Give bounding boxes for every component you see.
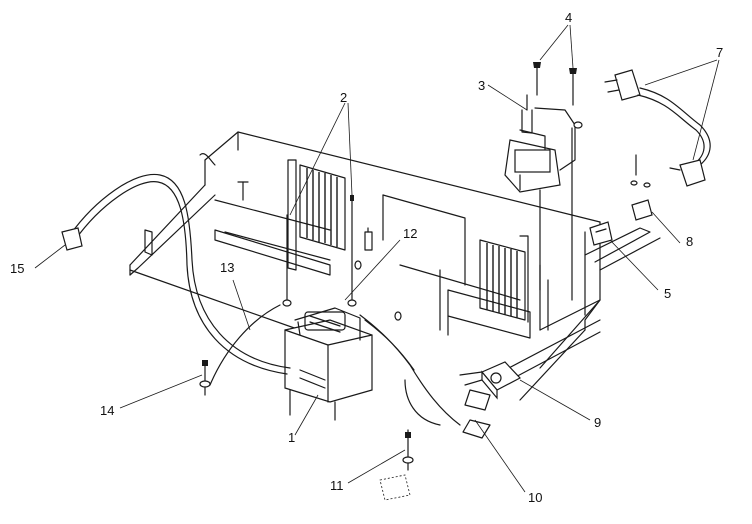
callout-9: 9 <box>594 415 601 430</box>
callout-3: 3 <box>478 78 485 93</box>
callout-4: 4 <box>565 10 572 25</box>
callout-1: 1 <box>288 430 295 445</box>
switch-relay <box>459 361 521 439</box>
screws-item-4 <box>533 62 577 106</box>
callout-14: 14 <box>100 403 114 418</box>
connector-block-5 <box>589 221 613 246</box>
callout-2: 2 <box>340 90 347 105</box>
callout-10: 10 <box>528 490 542 505</box>
heat-sink-left <box>287 159 346 271</box>
screw-item-11 <box>379 429 414 501</box>
power-cord <box>604 69 711 187</box>
callout-13: 13 <box>220 260 234 275</box>
connector-block-8 <box>630 154 653 221</box>
callout-8: 8 <box>686 234 693 249</box>
callout-15: 15 <box>10 261 24 276</box>
magnetron-assembly <box>504 94 583 301</box>
callout-12: 12 <box>403 226 417 241</box>
heat-sink-right <box>447 235 549 339</box>
screw-item-14 <box>199 360 211 396</box>
callout-11: 11 <box>330 478 344 493</box>
chassis-base <box>129 131 661 401</box>
callout-5: 5 <box>664 286 671 301</box>
mounting-screws <box>282 194 402 321</box>
callout-labels: 1 2 3 4 5 7 8 9 10 11 12 13 14 15 <box>10 10 723 505</box>
wire-harness <box>61 153 461 426</box>
leader-lines <box>34 24 720 493</box>
callout-7: 7 <box>716 45 723 60</box>
transformer <box>284 307 373 421</box>
